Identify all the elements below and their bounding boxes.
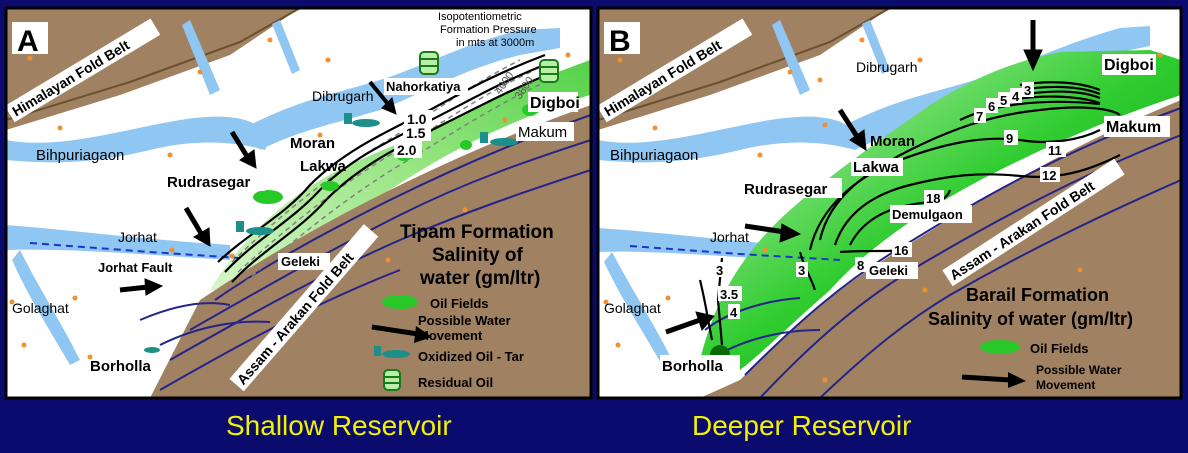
place-geleki-b: Geleki <box>869 263 908 278</box>
place-digboi-b: Digboi <box>1104 57 1154 74</box>
iso-note-line1: Isopotentiometric <box>438 11 522 23</box>
panel-a: Himalayan Fold Belt Assam - Arakan Fold … <box>4 6 593 400</box>
place-rudrasegar-b: Rudrasegar <box>744 181 828 198</box>
svg-text:3: 3 <box>798 263 805 278</box>
place-lakwa-b: Lakwa <box>853 159 900 176</box>
place-borholla-a: Borholla <box>90 358 151 375</box>
legend-water-b-1: Possible Water <box>1036 363 1122 377</box>
legend-oil-fields-a: Oil Fields <box>430 296 489 311</box>
title-a-line2: Salinity of <box>432 245 523 266</box>
svg-text:5: 5 <box>1000 93 1007 108</box>
place-golaghat-b: Golaghat <box>604 300 661 316</box>
place-moran-b: Moran <box>870 133 915 150</box>
legend-oil-field-swatch-b <box>980 340 1020 354</box>
svg-text:7: 7 <box>976 109 983 124</box>
svg-text:4: 4 <box>1012 89 1020 104</box>
svg-text:16: 16 <box>894 243 908 258</box>
place-dibrugarh-b: Dibrugarh <box>856 59 917 75</box>
place-geleki-a: Geleki <box>281 254 320 269</box>
svg-text:3: 3 <box>716 263 723 278</box>
place-demulgaon: Demulgaon <box>892 207 963 222</box>
place-borholla-b: Borholla <box>662 358 723 375</box>
green-zone-b <box>700 50 1181 370</box>
place-jorhat-b: Jorhat <box>710 229 749 245</box>
iso-note-line3: in mts at 3000m <box>456 37 534 49</box>
title-b-line2: Salinity of water (gm/ltr) <box>928 309 1133 329</box>
place-makum-b: Makum <box>1106 119 1161 136</box>
himalayan-belt-shape-b <box>598 8 890 130</box>
place-digboi-a: Digboi <box>530 95 580 112</box>
place-rudrasegar-a: Rudrasegar <box>167 174 251 191</box>
place-nahorkatiya: Nahorkatiya <box>386 79 461 94</box>
river-west-b <box>598 116 860 163</box>
place-bihpuriagaon-b: Bihpuriagaon <box>610 147 698 164</box>
place-dibrugarh-a: Dibrugarh <box>312 88 373 104</box>
legend-oxidized-a: Oxidized Oil - Tar <box>418 349 524 364</box>
svg-text:6: 6 <box>988 99 995 114</box>
svg-text:3: 3 <box>1024 83 1031 98</box>
legend-tar-icon <box>374 346 410 358</box>
legend-residual-a: Residual Oil <box>418 375 493 390</box>
legend-arrow-b <box>961 374 1011 383</box>
jorhat-fault-line-b <box>629 245 841 261</box>
jorhat-fault-line <box>29 242 241 259</box>
legend-residual-oil-icon <box>383 369 401 391</box>
legend-oil-fields-b: Oil Fields <box>1030 341 1089 356</box>
river-west <box>6 116 270 163</box>
salinity-a-2: 1.5 <box>406 125 426 141</box>
svg-text:3.5: 3.5 <box>720 287 738 302</box>
panel-a-letter: A <box>17 25 39 58</box>
svg-text:4: 4 <box>730 305 738 320</box>
place-moran-a: Moran <box>290 135 335 152</box>
legend-water-a-1: Possible Water <box>418 313 511 328</box>
title-a-line1: Tipam Formation <box>400 222 554 243</box>
place-makum-a: Makum <box>518 124 567 141</box>
place-bihpuriagaon-a: Bihpuriagaon <box>36 147 124 164</box>
himalayan-belt-shape <box>6 8 300 130</box>
legend-water-b-2: Movement <box>1036 378 1095 392</box>
svg-text:8: 8 <box>857 258 864 273</box>
place-lakwa-a: Lakwa <box>300 158 347 175</box>
iso-note-line2: Formation Pressure <box>440 24 537 36</box>
salinity-a-3: 2.0 <box>397 142 417 158</box>
salinity-labels-b: 3 4 5 6 7 9 11 12 18 16 8 3 3 3.5 4 <box>714 82 1066 320</box>
jorhat-fault-label: Jorhat Fault <box>98 260 173 275</box>
legend-arrow-a <box>371 324 419 337</box>
title-b-line1: Barail Formation <box>966 285 1109 305</box>
svg-text:9: 9 <box>1006 131 1013 146</box>
title-a-line3: water (gm/ltr) <box>419 268 540 289</box>
legend-water-a-2: Movement <box>418 328 483 343</box>
svg-text:12: 12 <box>1042 168 1056 183</box>
legend-oil-field-swatch-a <box>382 295 418 309</box>
river-golaghat <box>12 250 80 365</box>
caption-shallow: Shallow Reservoir <box>226 410 452 441</box>
panel-b: Himalayan Fold Belt Assam - Arakan Fold … <box>596 6 1183 400</box>
gradient-zone <box>210 60 590 290</box>
caption-deeper: Deeper Reservoir <box>692 410 912 441</box>
place-golaghat-a: Golaghat <box>12 300 69 316</box>
panel-b-letter: B <box>609 25 631 58</box>
svg-text:18: 18 <box>926 191 940 206</box>
place-jorhat-a: Jorhat <box>118 229 157 245</box>
salinity-a-1: 1.0 <box>407 111 427 127</box>
svg-text:11: 11 <box>1048 143 1062 158</box>
